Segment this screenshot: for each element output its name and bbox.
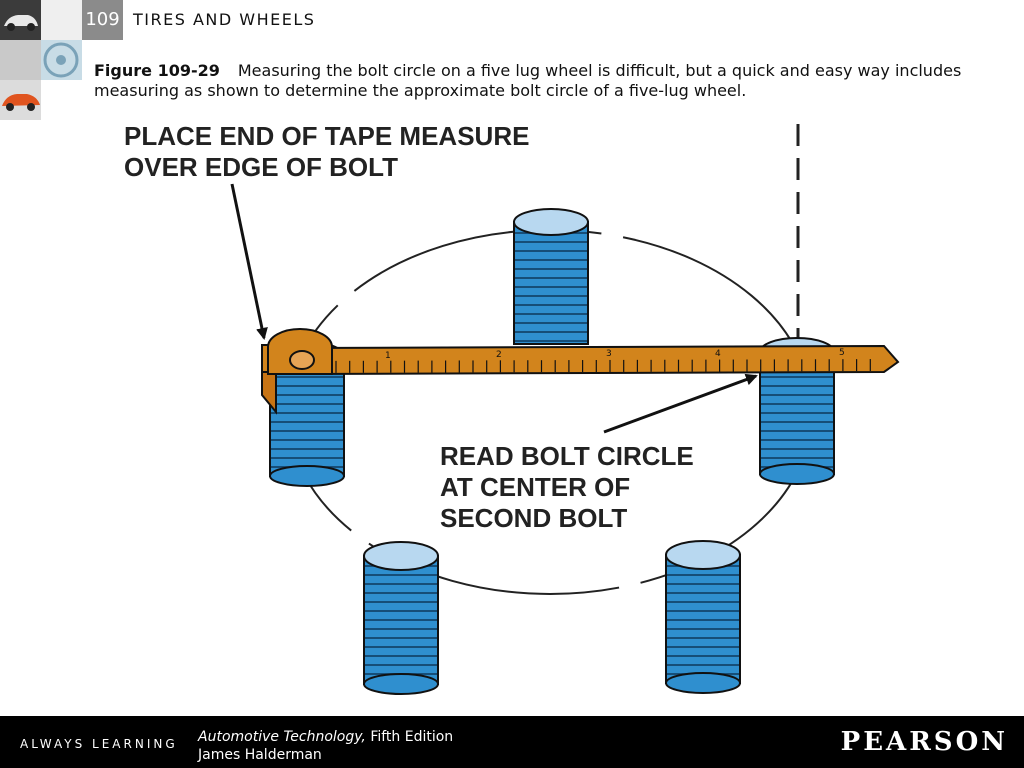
footer-bar: ALWAYS LEARNING Automotive Technology, F…	[0, 716, 1024, 768]
book-author: James Halderman	[198, 747, 322, 763]
book-title: Automotive Technology,	[198, 729, 366, 745]
callout-top-line2: OVER EDGE OF BOLT	[124, 152, 398, 182]
publisher-logo: PEARSON	[840, 727, 1008, 757]
bolt-circle-diagram: 1 2 3 4 5 PLACE END OF TAPE MEASURE OVER…	[124, 121, 900, 695]
caption-text: Measuring the bolt circle on a five lug …	[94, 61, 962, 100]
book-edition: Fifth Edition	[365, 729, 454, 745]
callout-arrow-top	[230, 183, 268, 340]
lug-stud-bottom-left	[363, 541, 439, 695]
footer-tagline: ALWAYS LEARNING	[20, 737, 178, 751]
tape-mark-2: 2	[496, 350, 502, 360]
tape-number-labels: 1 2 3 4 5	[385, 348, 845, 361]
figure-label: Figure 109-29	[94, 61, 220, 80]
rim-thumbnail	[41, 40, 82, 80]
lug-stud-top	[513, 208, 589, 345]
chapter-number: 109	[82, 0, 123, 40]
tape-mark-5: 5	[839, 348, 845, 358]
tape-tick-marks	[335, 359, 871, 373]
callout-bottom-line2: AT CENTER OF	[440, 472, 630, 502]
car-thumbnail-2	[0, 80, 41, 120]
tape-measure: 1 2 3 4 5	[261, 328, 900, 415]
callout-top-line1: PLACE END OF TAPE MEASURE	[124, 121, 529, 151]
tape-mark-1: 1	[385, 351, 391, 361]
tape-mark-4: 4	[715, 349, 721, 359]
book-info: Automotive Technology, Fifth Edition Jam…	[198, 728, 453, 764]
blank-thumbnail	[41, 0, 82, 40]
callout-arrow-bottom	[603, 373, 758, 434]
car-thumbnail-1	[0, 0, 41, 40]
callout-bottom-line3: SECOND BOLT	[440, 503, 627, 533]
gray-thumbnail	[0, 40, 41, 80]
chapter-title: TIRES AND WHEELS	[133, 10, 316, 29]
callout-bottom-line1: READ BOLT CIRCLE	[440, 441, 694, 471]
lug-stud-bottom-right	[665, 540, 741, 694]
tape-mark-3: 3	[606, 349, 612, 359]
